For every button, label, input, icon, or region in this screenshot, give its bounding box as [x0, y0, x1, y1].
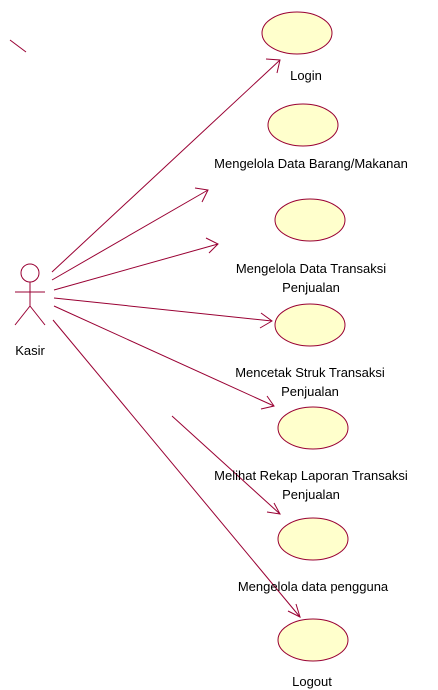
association-login[interactable] — [51, 58, 281, 273]
use-case-ellipse — [277, 406, 349, 450]
arrowhead — [265, 58, 281, 74]
association-mengelola-data-barang[interactable] — [51, 187, 209, 281]
use-case-label-line-1: Mencetak Struk Transaksi — [235, 365, 385, 380]
use-case-ellipse — [261, 11, 333, 55]
use-case-label: Logout — [292, 674, 332, 689]
use-case-label-line-2: Penjualan — [281, 384, 339, 399]
use-case-label: Mengelola data pengguna — [238, 579, 389, 594]
actor-kasir[interactable]: Kasir — [14, 263, 46, 358]
association-mengelola-data-transaksi[interactable] — [53, 237, 219, 291]
arrowhead — [194, 187, 209, 203]
use-case-mengelola-data-transaksi[interactable]: Mengelola Data Transaksi Penjualan — [236, 198, 386, 295]
stray-line — [9, 39, 27, 53]
actor-head — [20, 263, 40, 283]
use-case-login[interactable]: Login — [261, 11, 333, 83]
use-case-mengelola-pengguna[interactable]: Mengelola data pengguna — [238, 517, 389, 594]
association-mencetak-struk[interactable] — [53, 297, 273, 329]
arrowhead — [205, 237, 219, 254]
use-case-label: Login — [290, 68, 322, 83]
use-case-ellipse — [274, 198, 346, 242]
use-case-melihat-rekap[interactable]: Melihat Rekap Laporan Transaksi Penjuala… — [214, 406, 408, 502]
use-case-mengelola-data-barang[interactable]: Mengelola Data Barang/Makanan — [214, 103, 408, 171]
use-case-label-line-2: Penjualan — [282, 487, 340, 502]
actor-left-leg — [14, 305, 31, 326]
use-case-ellipse — [267, 103, 339, 147]
use-case-label-line-1: Melihat Rekap Laporan Transaksi — [214, 468, 408, 483]
use-case-logout[interactable]: Logout — [277, 618, 349, 689]
use-case-mencetak-struk[interactable]: Mencetak Struk Transaksi Penjualan — [235, 303, 385, 399]
arrowhead — [260, 395, 275, 410]
use-case-ellipse — [274, 303, 346, 347]
arrowhead — [259, 312, 273, 329]
arrowhead — [287, 603, 301, 618]
use-case-label: Mengelola Data Barang/Makanan — [214, 156, 408, 171]
use-case-ellipse — [277, 517, 349, 561]
actor-right-leg — [29, 305, 46, 326]
use-case-label-line-2: Penjualan — [282, 280, 340, 295]
arrowhead — [266, 502, 281, 515]
use-case-ellipse — [277, 618, 349, 662]
use-case-label-line-1: Mengelola Data Transaksi — [236, 261, 386, 276]
association-melihat-rekap[interactable] — [53, 305, 275, 410]
association-logout[interactable] — [52, 319, 301, 618]
actor-label: Kasir — [15, 343, 45, 358]
association-mengelola-pengguna[interactable] — [171, 415, 281, 515]
